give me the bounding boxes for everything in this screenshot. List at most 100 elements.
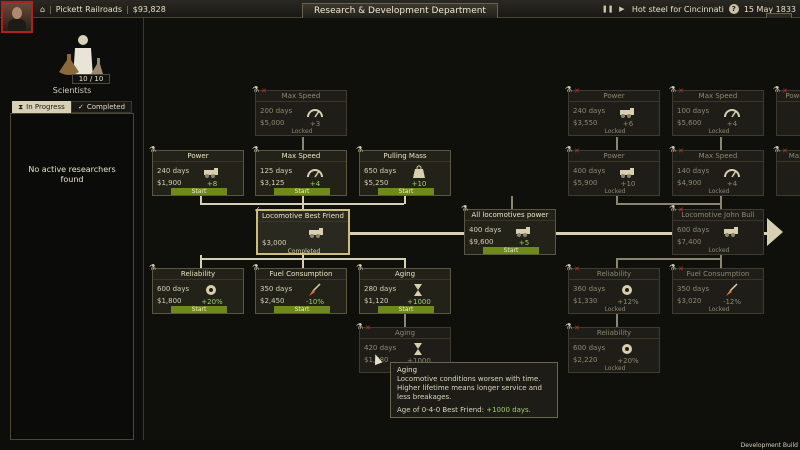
tooltip-line: Locomotive conditions worsen with time. <box>397 375 541 383</box>
node-title: All locomotives power <box>465 211 555 221</box>
start-button[interactable]: Start <box>171 188 227 195</box>
node-bonus: +10 <box>411 180 427 188</box>
connector-line <box>616 258 618 268</box>
tab-completed[interactable]: ✓ Completed <box>71 101 132 113</box>
node-cost: $2,220 <box>573 356 598 364</box>
node-title: Reliability <box>569 329 659 339</box>
locked-x-icon: ✕ <box>678 265 684 273</box>
start-button[interactable]: Start <box>171 306 227 313</box>
flask-icon: ⚗ <box>356 322 364 331</box>
node-title: Power <box>569 152 659 162</box>
top-bar-right: ❚❚ ▶ Hot steel for Cincinnati ? 15 May 1… <box>602 2 800 16</box>
locked-x-icon: ✕ <box>574 87 580 95</box>
start-button[interactable]: Start <box>274 188 330 195</box>
node-status: Locked <box>291 128 313 135</box>
hourglass-icon <box>410 342 428 356</box>
research-node-edge2[interactable]: ⚗✕Max <box>773 145 800 196</box>
tab-in-progress[interactable]: ⧗ In Progress <box>12 101 71 113</box>
scientist-portrait <box>59 35 103 78</box>
locked-x-icon: ✕ <box>678 206 684 214</box>
start-button[interactable]: Start <box>483 247 539 254</box>
tree-continue-arrow[interactable] <box>767 218 783 246</box>
page-title: Research & Development Department <box>302 3 498 19</box>
node-bonus: +4 <box>726 180 738 188</box>
flask-icon: ⚗ <box>669 145 677 154</box>
locked-x-icon: ✕ <box>782 87 788 95</box>
node-bonus: +4 <box>726 120 738 128</box>
flask-icon: ⚗ <box>356 145 364 154</box>
locked-x-icon: ✕ <box>678 87 684 95</box>
connector-line <box>616 258 720 260</box>
flask-icon: ⚗ <box>149 145 157 154</box>
connector-line <box>720 196 722 209</box>
node-title: Max <box>777 152 800 162</box>
node-cost: $5,900 <box>573 179 598 187</box>
connector-line <box>720 137 722 150</box>
node-bonus: +6 <box>622 120 634 128</box>
completed-check-icon: ✓ <box>254 205 261 214</box>
player-avatar[interactable] <box>1 1 33 33</box>
node-status <box>795 128 800 135</box>
news-ticker[interactable]: Hot steel for Cincinnati <box>631 4 724 14</box>
home-icon[interactable]: ⌂ <box>40 4 46 14</box>
start-button[interactable]: Start <box>274 306 330 313</box>
company-name[interactable]: Pickett Railroads <box>55 4 123 14</box>
start-button[interactable]: Start <box>378 306 434 313</box>
dev-build-label: Development Build <box>740 442 798 449</box>
node-bonus: -12% <box>722 298 742 306</box>
node-duration: 400 days <box>469 226 502 234</box>
research-node-edge1[interactable]: ⚗✕Power <box>773 85 800 136</box>
speed-gauge-icon <box>723 105 741 119</box>
researchers-list[interactable] <box>10 113 134 440</box>
locked-x-icon: ✕ <box>574 324 580 332</box>
locked-x-icon: ✕ <box>261 87 267 95</box>
node-title: Locomotive Best Friend <box>258 212 348 222</box>
connector-line <box>404 314 406 327</box>
scientists-label: Scientists <box>52 86 92 95</box>
node-title: Max Speed <box>673 152 763 162</box>
start-button[interactable]: Start <box>378 188 434 195</box>
locomotive-icon <box>723 224 741 238</box>
node-bonus: +1000 <box>407 298 431 306</box>
tooltip-foot: Age of 0-4-0 Best Friend: +1000 days. <box>397 406 551 415</box>
node-cost: $4,900 <box>677 179 702 187</box>
connector-line <box>200 255 202 268</box>
gear-icon <box>203 283 221 297</box>
node-duration: 125 days <box>260 167 293 175</box>
tooltip-foot-value: +1000 days. <box>486 406 531 414</box>
play-icon[interactable]: ▶ <box>619 5 625 13</box>
connector-line <box>616 203 720 205</box>
node-status: Locked <box>708 128 730 135</box>
node-status: Locked <box>604 128 626 135</box>
gear-icon <box>619 283 637 297</box>
shovel-icon <box>723 283 741 297</box>
help-icon[interactable]: ? <box>728 4 739 14</box>
node-status <box>795 188 800 195</box>
flask-icon: ⚗ <box>565 85 573 94</box>
locked-x-icon: ✕ <box>365 324 371 332</box>
flask-icon: ⚗ <box>461 204 469 213</box>
flask-icon: ⚗ <box>149 263 157 272</box>
node-duration: 280 days <box>364 285 397 293</box>
node-cost: $3,000 <box>262 239 287 247</box>
connector-line <box>404 258 406 268</box>
node-duration: 240 days <box>573 107 606 115</box>
pause-icon[interactable]: ❚❚ <box>601 5 614 13</box>
